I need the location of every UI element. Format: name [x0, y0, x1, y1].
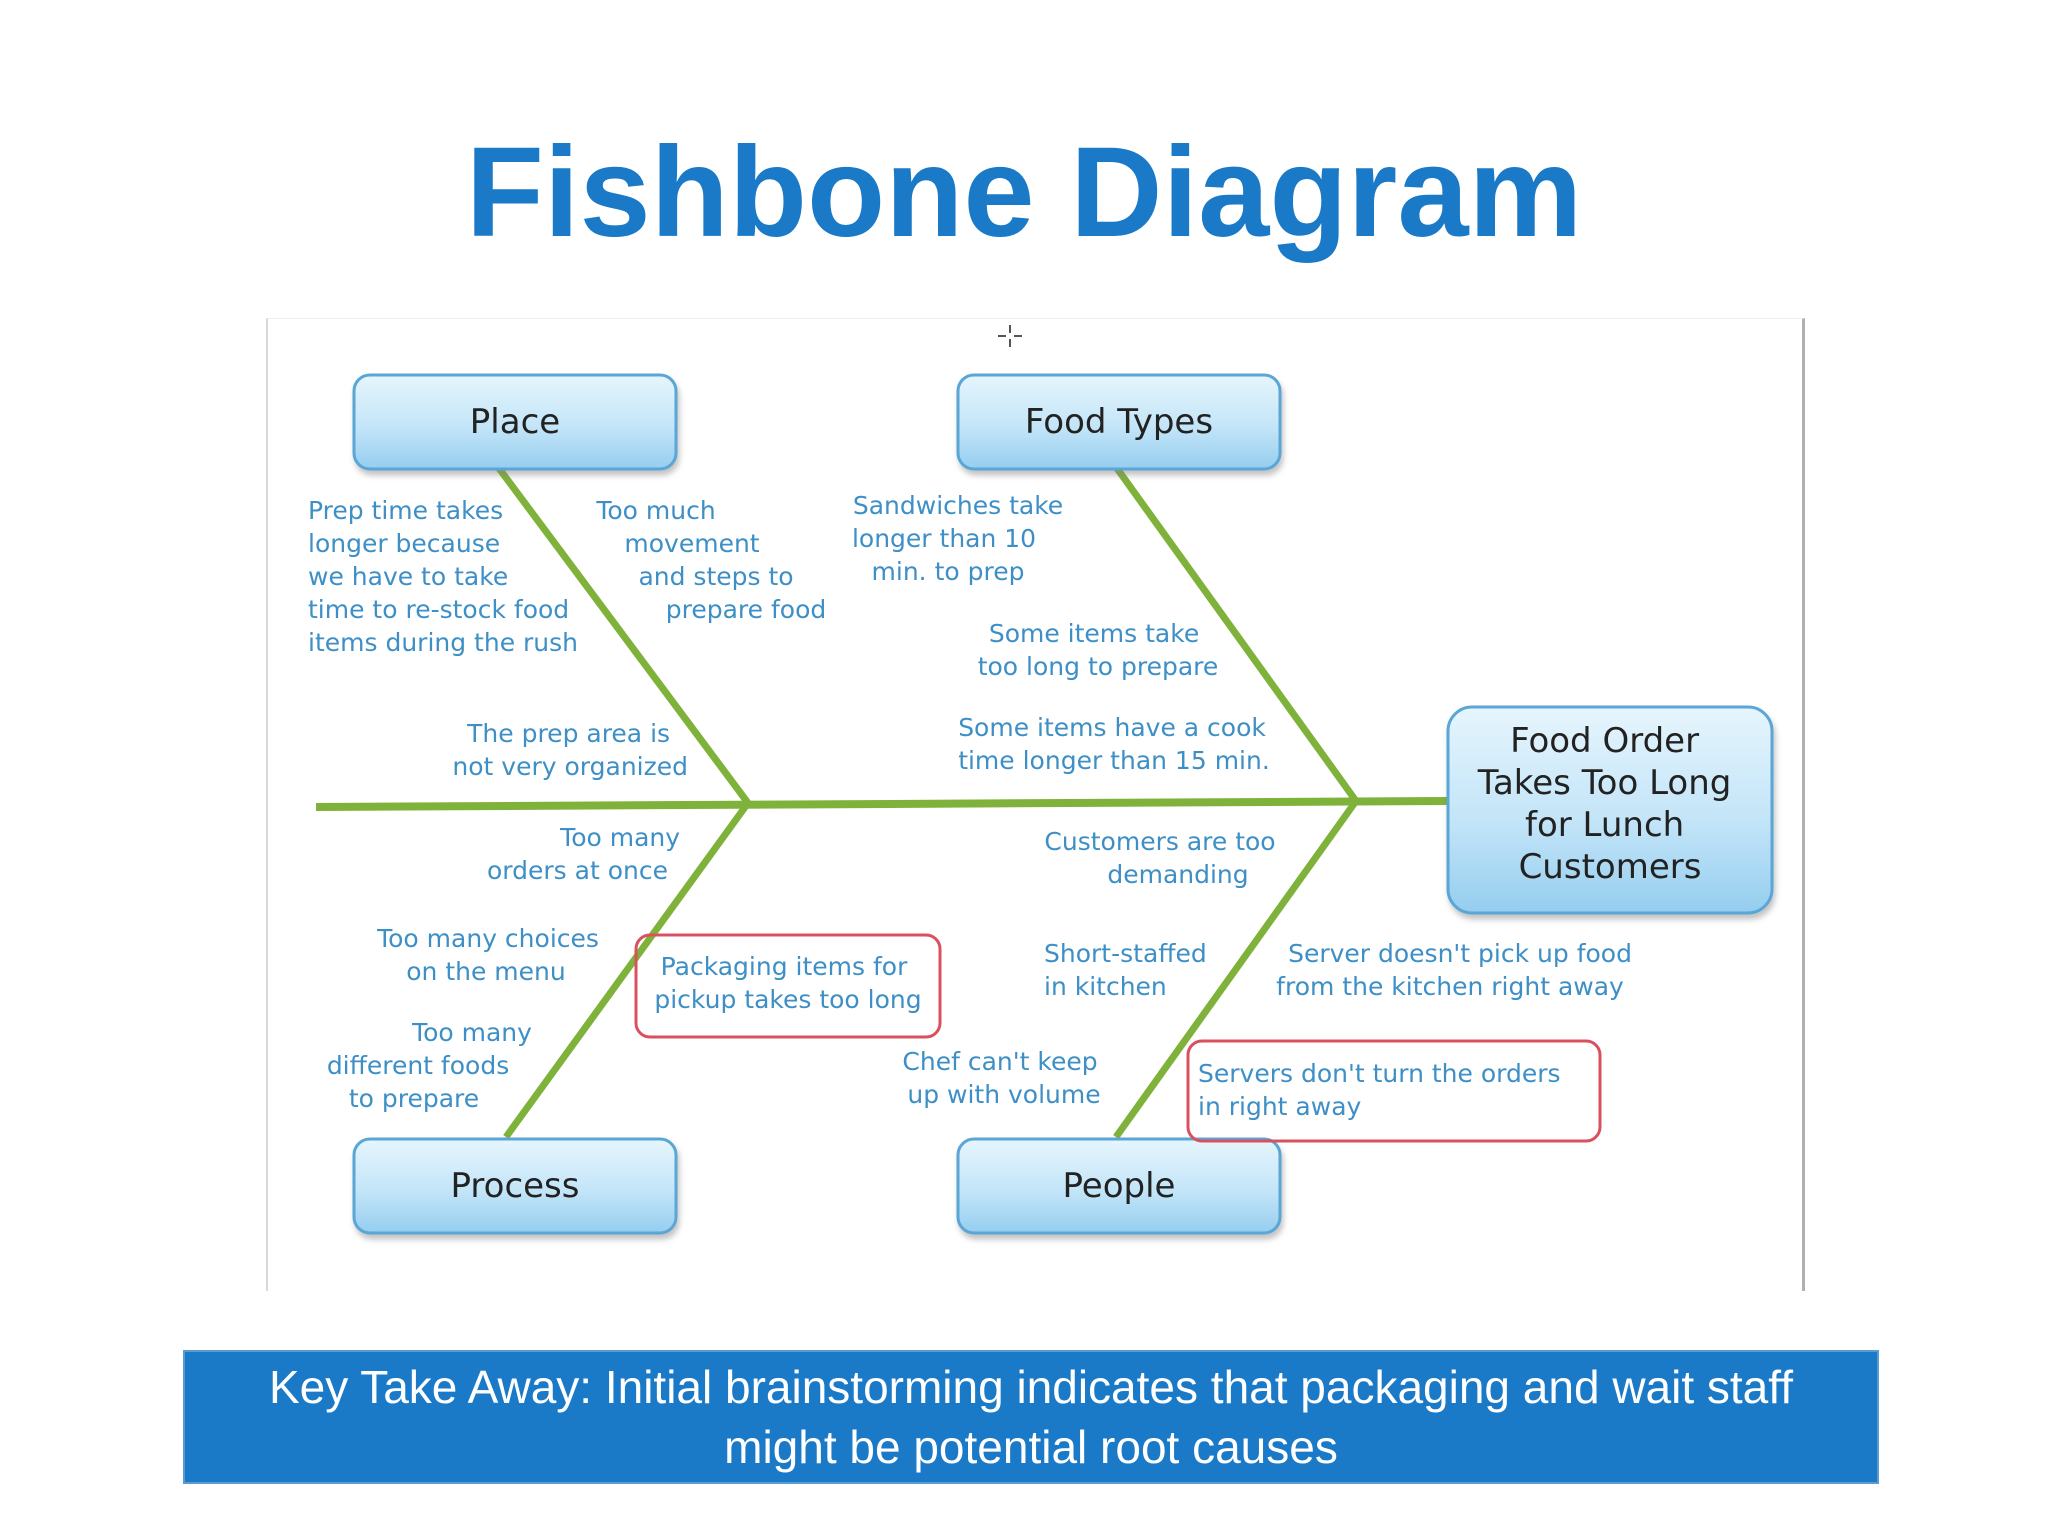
category-box	[352, 1137, 678, 1235]
bones-group	[315, 464, 1449, 1140]
cause-text: Packaging items for pickup takes too lon…	[654, 952, 921, 1014]
spine-bone	[315, 797, 1449, 811]
cause-text: Too many choices on the menu	[376, 924, 607, 986]
category-box	[352, 373, 678, 471]
effect-head: Food Order Takes Too Long for Lunch Cust…	[1446, 705, 1774, 915]
effect-label: Food Order Takes Too Long for Lunch Cust…	[1477, 721, 1742, 887]
cause-text: Servers don't turn the orders in right a…	[1198, 1059, 1568, 1121]
category-process: Process	[352, 1137, 678, 1235]
category-label: Place	[470, 402, 560, 442]
cause-text: Too many different foods to prepare	[327, 1018, 540, 1113]
effect-line: Food Order	[1510, 721, 1699, 761]
cause-text: The prep area is not very organized	[452, 719, 688, 781]
place-bone	[495, 464, 751, 806]
effect-line: for Lunch	[1525, 805, 1684, 845]
cause-text: Short-staffed in kitchen	[1044, 939, 1215, 1001]
effect-line: Takes Too Long	[1477, 763, 1732, 803]
category-label: Process	[451, 1166, 580, 1206]
cause-text: Too much movement and steps to prepare f…	[595, 496, 826, 624]
cause-text: Some items have a cook time longer than …	[958, 713, 1274, 775]
cause-text: Server doesn't pick up food from the kit…	[1276, 939, 1640, 1001]
cause-text: Too many orders at once	[487, 823, 688, 885]
cause-text: Prep time takes longer because we have t…	[308, 496, 578, 657]
category-label: Food Types	[1025, 402, 1213, 442]
slide-title: Fishbone Diagram	[465, 121, 1583, 264]
effect-line: Customers	[1519, 847, 1702, 887]
highlight-box-servers	[1186, 1039, 1602, 1143]
fishbone-diagram: Place Food Types Process People Food Ord…	[266, 318, 1805, 1291]
process-bone	[503, 800, 751, 1140]
highlight-box-packaging	[634, 933, 942, 1039]
category-box	[956, 1137, 1282, 1235]
fishbone-svg: Place Food Types Process People Food Ord…	[308, 325, 1774, 1235]
category-people: People	[956, 1137, 1282, 1235]
category-label: People	[1063, 1166, 1176, 1206]
effect-box	[1446, 705, 1774, 915]
cause-text: Sandwiches take longer than 10 min. to p…	[852, 491, 1071, 586]
cause-text: Chef can't keep up with volume	[902, 1047, 1105, 1109]
cause-text: Customers are too demanding	[1044, 827, 1283, 889]
category-place: Place	[352, 373, 678, 471]
key-takeaway-text: Key Take Away: Initial brainstorming ind…	[269, 1361, 1793, 1473]
food-types-bone	[1113, 464, 1359, 804]
category-food-types: Food Types	[956, 373, 1282, 471]
cursor-crosshair-icon	[998, 325, 1022, 347]
category-box	[956, 373, 1282, 471]
key-takeaway-banner: Key Take Away: Initial brainstorming ind…	[183, 1350, 1879, 1484]
cause-text: Some items take too long to prepare	[978, 619, 1219, 681]
people-bone	[1113, 798, 1359, 1140]
